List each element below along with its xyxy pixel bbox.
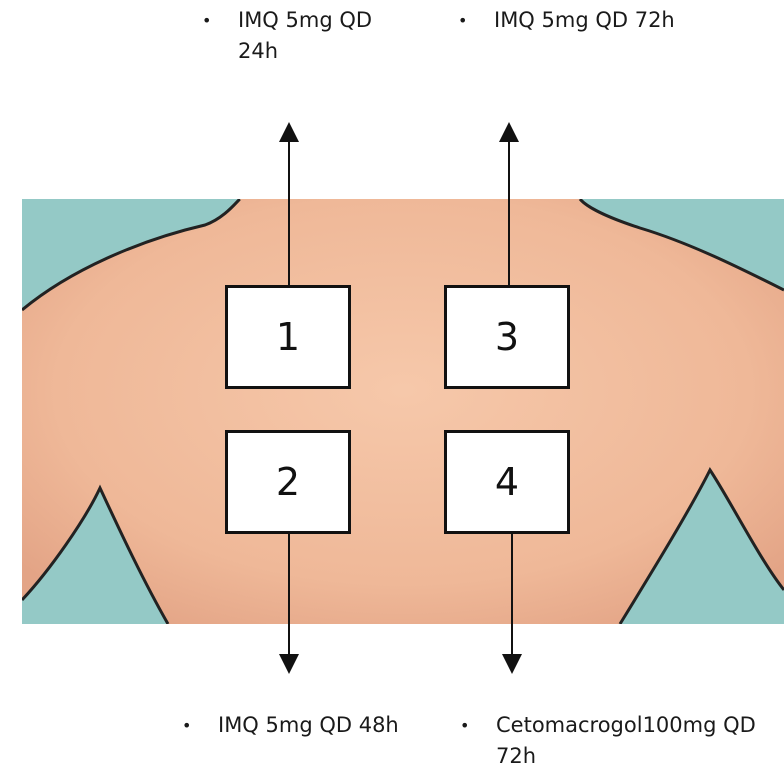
site-label-4: 4	[495, 460, 519, 504]
bullet-icon: •	[458, 5, 467, 36]
site-label-1: 1	[276, 315, 300, 359]
treatment-site-3: IMQ 5mg QD 72h	[494, 5, 778, 36]
site-label-3: 3	[495, 315, 519, 359]
site-box-3: 3	[444, 285, 570, 389]
caption-site-2: • IMQ 5mg QD 48h	[182, 710, 402, 741]
bullet-icon: •	[202, 5, 211, 36]
treatment-site-2: IMQ 5mg QD 48h	[218, 710, 402, 741]
caption-site-4: • Cetomacrogol100mg QD 72h	[460, 710, 760, 772]
treatment-site-4: Cetomacrogol100mg QD 72h	[496, 710, 760, 772]
caption-site-3: • IMQ 5mg QD 72h	[458, 5, 778, 36]
treatment-site-1: IMQ 5mg QD 24h	[238, 5, 402, 67]
site-label-2: 2	[276, 460, 300, 504]
site-box-1: 1	[225, 285, 351, 389]
bullet-icon: •	[182, 710, 191, 741]
caption-site-1: • IMQ 5mg QD 24h	[202, 5, 402, 67]
site-box-2: 2	[225, 430, 351, 534]
bullet-icon: •	[460, 710, 469, 741]
site-box-4: 4	[444, 430, 570, 534]
